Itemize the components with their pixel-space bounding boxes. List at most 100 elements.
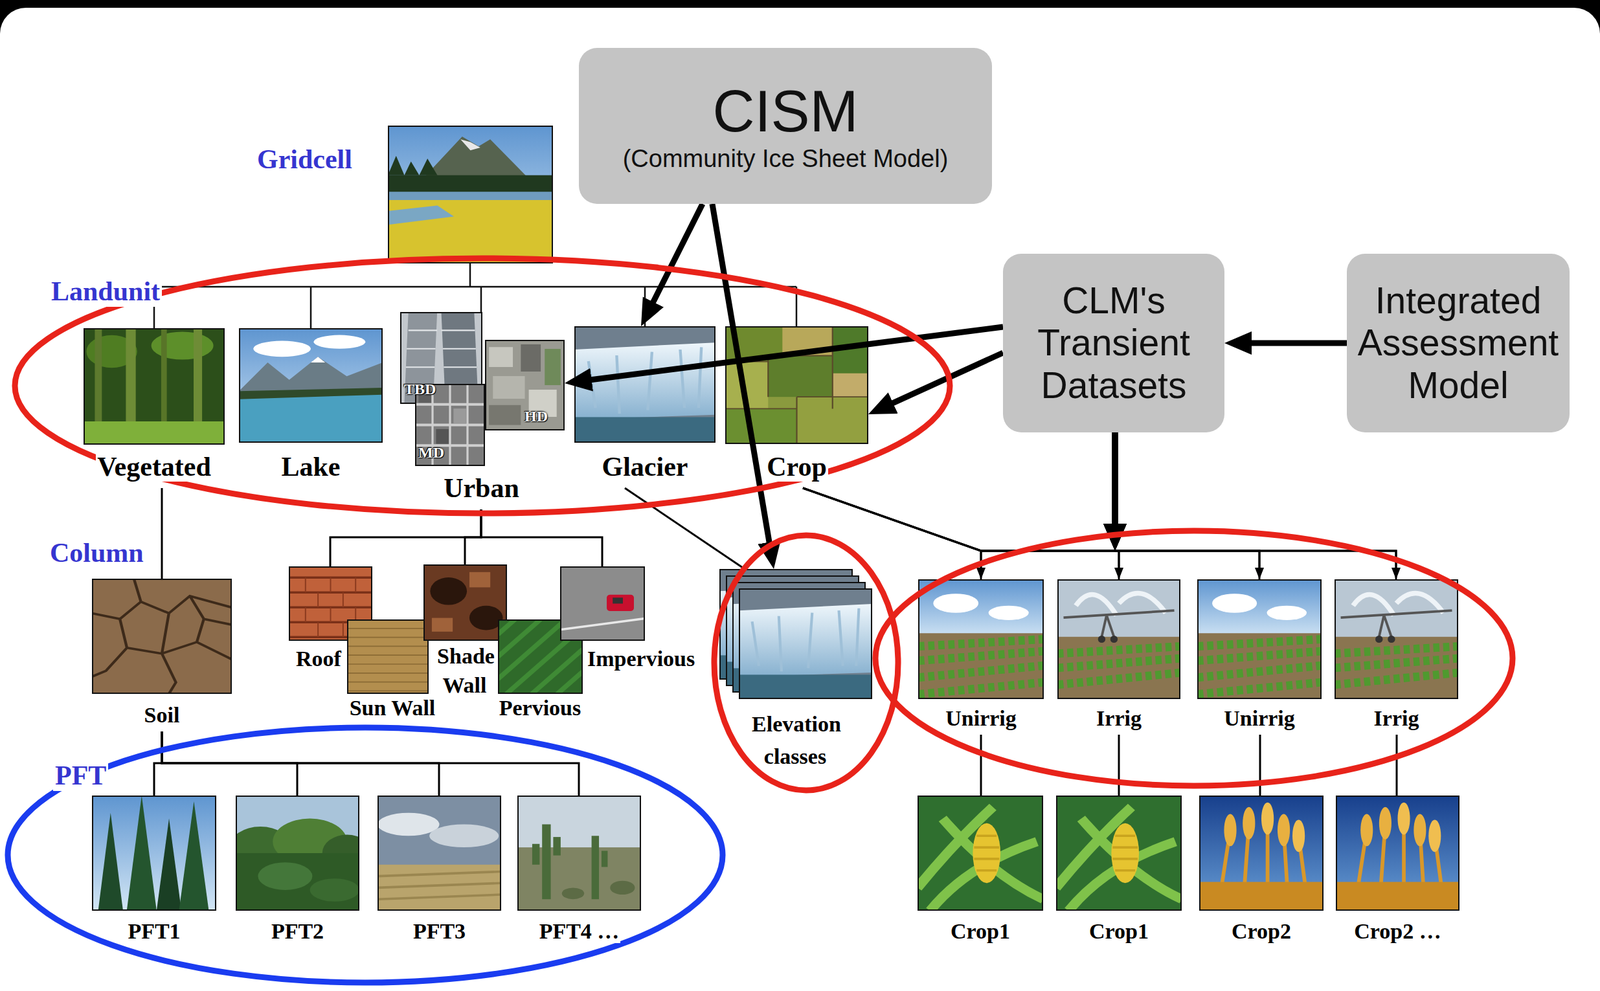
caption-holder: PFT2 (235, 918, 360, 948)
photo-space (918, 579, 1044, 706)
connector-path (1248, 340, 1347, 347)
caption: Irrig (1094, 706, 1143, 731)
connector-path (1259, 734, 1262, 796)
caption: Soil (143, 703, 182, 728)
caption-holder: Elevation classes (737, 710, 855, 776)
tree-line (802, 488, 1119, 580)
crop-photo: Crop1 (917, 795, 1044, 948)
caption: Unirrig (944, 706, 1018, 731)
arrow-connector (1248, 343, 1347, 344)
density-label: MD (418, 444, 445, 463)
caption-holder: Irrig (1057, 705, 1181, 735)
connector-path (1115, 551, 1260, 570)
column-photo: Shade Wall (423, 564, 508, 702)
caption-holder: Lake (238, 451, 383, 489)
landunit-photo: Glacier (574, 326, 716, 489)
irrigation-photo: Unirrig (1197, 579, 1322, 735)
box-text: (Community Ice Sheet Model) (622, 145, 949, 174)
slide-ground (0, 7, 1600, 991)
caption-holder: Unirrig (918, 705, 1044, 735)
photo-space (494, 619, 586, 696)
photo-space (1334, 579, 1459, 706)
tree-line (802, 488, 981, 580)
photo-space (91, 795, 217, 919)
caption-holder: Sun Wall (343, 695, 441, 725)
connector-path (1112, 432, 1119, 528)
connector-path (802, 488, 981, 580)
caption: Lake (279, 451, 342, 482)
photo-space (235, 795, 360, 919)
level-label: PFT (53, 760, 109, 792)
tree-line (161, 488, 163, 579)
landunit-photo: Vegetated (83, 328, 225, 489)
landunit-photo: Crop (725, 326, 869, 489)
caption-holder: Soil (91, 702, 232, 732)
column-photo: Sun Wall (343, 619, 441, 725)
connector-path (588, 326, 1003, 381)
photo-space (91, 578, 232, 703)
connector-path (481, 509, 603, 567)
caption: Crop2 … (1352, 919, 1443, 944)
density-label: HD (524, 407, 548, 427)
tree-line (481, 509, 603, 567)
box-text: CISM (712, 78, 859, 146)
caption: Crop1 (1087, 919, 1150, 944)
photo-space (719, 569, 873, 711)
pft-photo: PFT1 (91, 795, 217, 948)
crop-photo: Crop1 (1056, 795, 1182, 948)
pft-photo: PFT4 … (517, 795, 642, 948)
pft-photo: PFT2 (235, 795, 360, 948)
photo-space (377, 795, 502, 919)
caption: PFT3 (411, 919, 467, 944)
caption: Sun Wall (348, 696, 438, 721)
tree-line (1118, 734, 1120, 796)
caption-holder: Impervious (560, 646, 700, 676)
highlight-ellipse (875, 530, 1513, 787)
photo-space (1056, 795, 1182, 919)
connector-path (980, 551, 1116, 570)
caption: Urban (442, 473, 521, 504)
caption-holder: Glacier (574, 451, 716, 489)
caption-holder: Crop1 (1056, 918, 1182, 948)
caption: Elevation classes (750, 712, 842, 769)
caption-holder: PFT3 (377, 918, 502, 948)
landunit-photo: Lake (238, 328, 383, 489)
photo-space (288, 566, 373, 647)
level-label: Column (47, 537, 146, 569)
photo-space (1199, 795, 1324, 919)
caption: Shade Wall (435, 644, 495, 698)
connector-path (652, 203, 703, 305)
caption-holder: Irrig (1334, 705, 1459, 735)
crop-photo: Crop2 … (1335, 795, 1460, 948)
connector-path (1112, 432, 1119, 528)
caption: Irrig (1372, 706, 1421, 731)
arrow-connector (1115, 432, 1119, 570)
photo-space (1057, 579, 1181, 706)
caption-holder: Urban (398, 472, 565, 510)
irrigation-photo: Unirrig (918, 579, 1044, 735)
caption-holder: Crop1 (917, 918, 1044, 948)
caption: PFT4 … (538, 919, 621, 944)
photo-space (560, 566, 700, 647)
model-box: CISM(Community Ice Sheet Model) (578, 47, 992, 204)
column-photo: Impervious (560, 566, 700, 676)
photos (83, 125, 1460, 912)
caption: Unirrig (1222, 706, 1297, 731)
arrow-connector (588, 326, 1003, 381)
level-label: Gridcell (255, 143, 355, 175)
arrow-connector (980, 432, 1116, 570)
level-label: Landunit (49, 275, 162, 307)
photo-space (423, 564, 508, 644)
connector-path (154, 731, 162, 796)
photo-space (1197, 579, 1322, 706)
box-text: Integrated Assessment Model (1353, 279, 1564, 408)
caption-holder: Roof (288, 646, 373, 676)
column-photo: Pervious (494, 619, 586, 725)
column-photo: Soil (91, 578, 232, 732)
tree-line (980, 734, 982, 796)
caption-holder: Crop (725, 451, 869, 489)
connector-path (161, 488, 164, 579)
caption: Glacier (600, 451, 690, 482)
tree-line (330, 509, 482, 567)
